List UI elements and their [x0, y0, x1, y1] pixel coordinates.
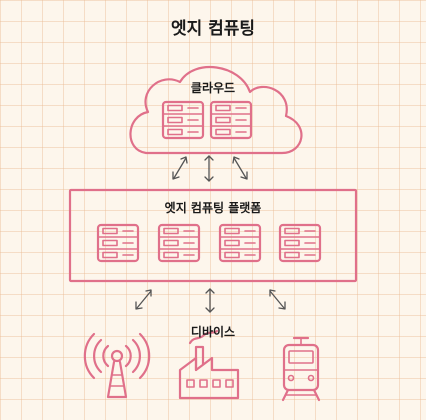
platform-server-rack-icon [157, 223, 201, 263]
platform-server-rack-icon [96, 223, 140, 263]
cloud-label: 클라우드 [190, 81, 236, 95]
devices-label: 디바이스 [190, 325, 236, 339]
arrow-cloud-platform-right [232, 156, 248, 180]
train-icon [281, 336, 321, 402]
cloud-server-rack-icon [209, 100, 253, 140]
arrow-cloud-platform-left [172, 156, 188, 180]
factory-icon [178, 329, 240, 400]
arrow-platform-devices-center [205, 288, 215, 313]
arrow-platform-devices-left [135, 289, 152, 310]
platform-label: 엣지 컴퓨팅 플랫폼 [164, 201, 262, 215]
arrow-platform-devices-right [269, 289, 286, 310]
platform-server-rack-icon [278, 223, 322, 263]
cloud-server-rack-icon [161, 100, 205, 140]
antenna-tower-icon [83, 332, 151, 399]
arrow-cloud-platform-center [204, 155, 214, 182]
platform-server-rack-icon [218, 223, 262, 263]
diagram-title: 엣지 컴퓨팅 [170, 19, 256, 39]
cloud-shape [129, 66, 303, 155]
platform-box [68, 188, 358, 283]
